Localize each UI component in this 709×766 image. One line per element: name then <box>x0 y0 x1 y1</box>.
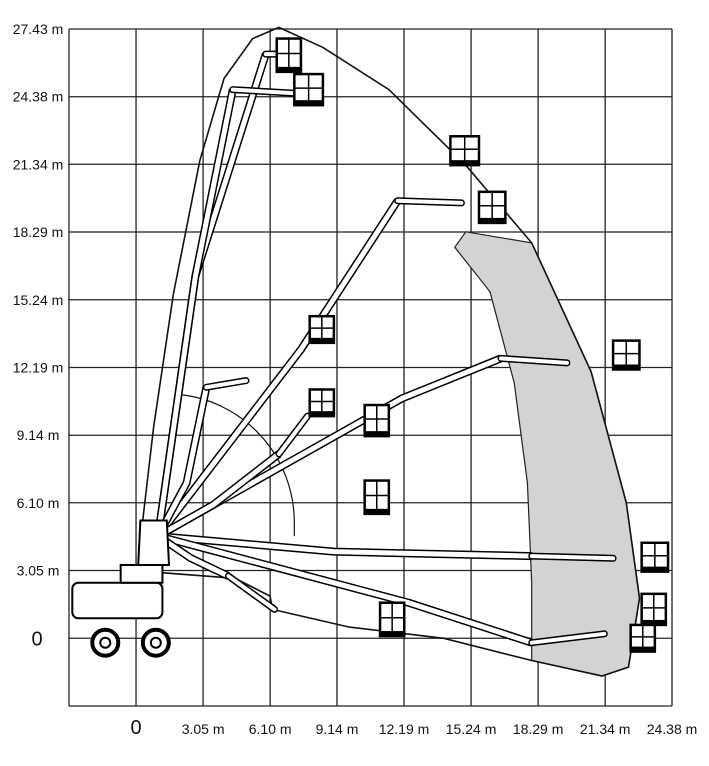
y-tick-label: 0 <box>31 628 42 650</box>
platform-basket <box>449 135 481 167</box>
basket-floor <box>450 160 479 166</box>
x-tick-label: 18.29 m <box>513 721 564 737</box>
basket-floor <box>364 431 389 437</box>
basket-floor <box>641 566 669 572</box>
x-tick-label: 9.14 m <box>316 721 359 737</box>
x-tick-label: 24.38 m <box>647 721 698 737</box>
y-tick-label: 12.19 m <box>13 360 64 376</box>
machine-base <box>71 519 171 658</box>
boom-position <box>154 377 250 538</box>
y-tick-label: 15.24 m <box>13 292 64 308</box>
boom-position <box>154 197 465 539</box>
x-tick-label: 15.24 m <box>446 721 497 737</box>
basket-floor <box>630 646 655 652</box>
shaded-zone <box>454 231 641 677</box>
wheel-hub <box>149 636 162 649</box>
platform-basket <box>275 37 303 74</box>
platform-basket <box>629 623 657 653</box>
y-tick-label: 9.14 m <box>17 427 60 443</box>
x-tick-label: 12.19 m <box>379 721 430 737</box>
machine-layer <box>71 37 670 658</box>
platform-basket <box>477 190 507 225</box>
y-tick-label: 27.43 m <box>13 21 64 37</box>
boom-body <box>155 386 209 538</box>
y-tick-label: 24.38 m <box>13 89 64 105</box>
x-tick-label: 21.34 m <box>580 721 631 737</box>
basket-floor <box>276 66 301 72</box>
boom-position <box>154 86 314 537</box>
platform-basket <box>308 388 336 418</box>
x-tick-label: 0 <box>130 717 141 739</box>
basket-floor <box>309 411 334 417</box>
y-tick-label: 3.05 m <box>17 563 60 579</box>
x-tick-label: 3.05 m <box>182 721 225 737</box>
basket-floor <box>309 337 334 343</box>
boom-body <box>157 533 532 559</box>
wheel-hub <box>99 636 112 649</box>
jib-body <box>226 574 277 612</box>
boom-position <box>156 354 571 540</box>
y-tick-label: 6.10 m <box>17 495 60 511</box>
jib-body <box>529 554 616 561</box>
y-tick-label: 21.34 m <box>13 156 64 172</box>
jib-body <box>498 356 569 365</box>
jib-body <box>276 414 310 456</box>
boom-body <box>156 451 281 539</box>
basket-floor <box>294 100 323 106</box>
turntable <box>119 563 164 584</box>
platform-basket <box>308 314 336 345</box>
platform-basket <box>640 541 670 573</box>
boom-position <box>155 532 279 613</box>
x-tick-label: 6.10 m <box>249 721 292 737</box>
basket-floor <box>364 508 389 514</box>
platform-basket <box>293 72 325 107</box>
boom-body <box>156 534 230 579</box>
boom-mount <box>137 519 171 566</box>
jib-body <box>395 198 464 205</box>
y-axis-ticks: 0 3.05 m 6.10 m 9.14 m 12.19 m 15.24 m 18.29 m… <box>13 21 64 650</box>
boom-position <box>157 532 608 647</box>
basket-floor <box>641 619 666 625</box>
jib-body <box>204 378 248 390</box>
boom-body <box>156 199 400 538</box>
platform-basket <box>363 403 391 438</box>
x-axis-ticks: 0 3.05 m 6.10 m 9.14 m 12.19 m 15.24 m 18.29 m… <box>130 717 697 739</box>
boom-body <box>155 89 236 537</box>
basket-floor <box>380 631 405 637</box>
boom-position <box>157 532 617 562</box>
platform-basket <box>611 339 641 371</box>
working-envelope <box>139 26 641 677</box>
basket-floor <box>478 217 506 223</box>
platform-basket <box>363 479 391 516</box>
platform-basket <box>640 592 668 627</box>
boom-body <box>156 356 502 539</box>
y-tick-label: 18.29 m <box>13 224 64 240</box>
jib-body <box>529 631 607 645</box>
basket-floor <box>613 364 640 370</box>
boom-body <box>157 533 533 646</box>
boom-position <box>156 412 312 540</box>
chassis <box>71 581 164 620</box>
platform-basket <box>378 601 406 638</box>
